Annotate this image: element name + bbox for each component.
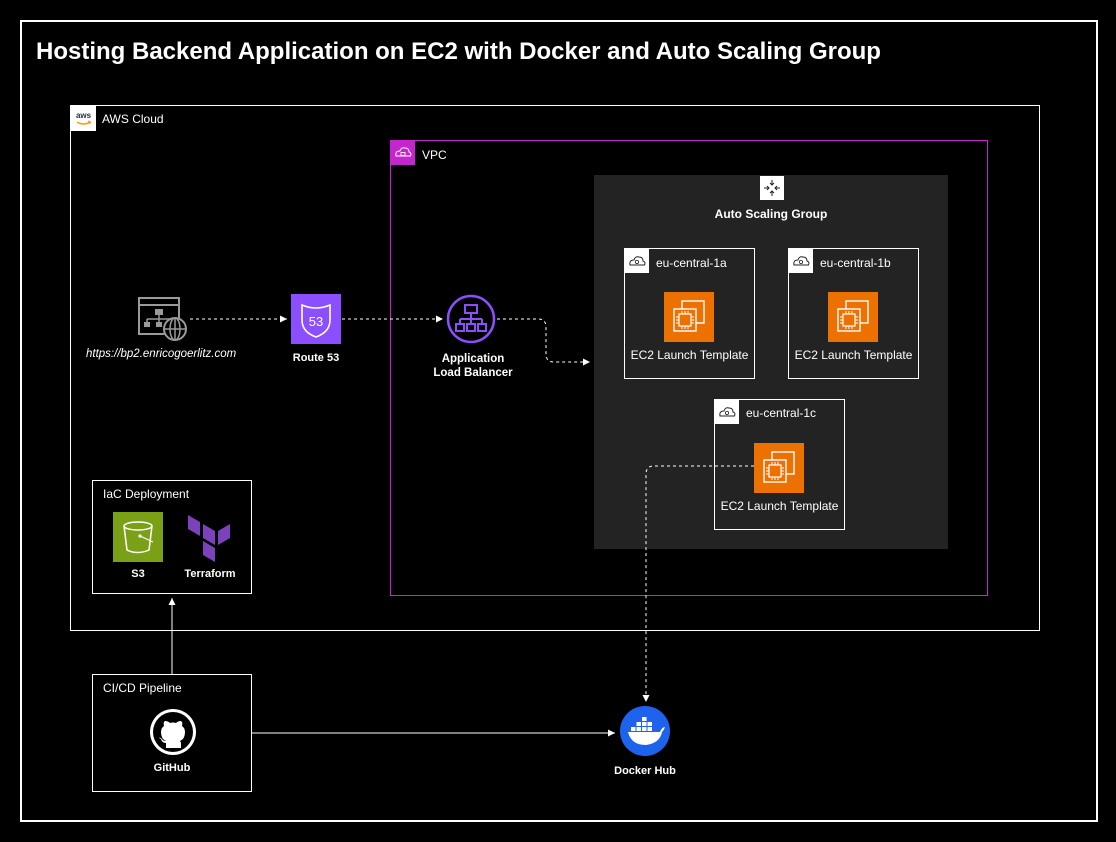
client-web-icon [137,296,189,342]
load-balancer-label-line2: Load Balancer [433,367,513,379]
ec2-icon [664,292,714,342]
aws-cloud-label: AWS Cloud [102,112,164,126]
ec2-launch-template-label: EC2 Launch Template [630,348,749,362]
s3-label: S3 [131,568,145,580]
auto-scaling-icon [760,176,784,200]
github-label: GitHub [153,762,191,774]
aws-logo-text: aws [76,111,92,120]
route53-label: Route 53 [292,352,340,364]
client-url-label: https://bp2.enricogoerlitz.com [86,348,237,360]
docker-hub-icon [619,705,671,757]
vpc-icon [390,140,415,165]
auto-scaling-group-label: Auto Scaling Group [714,207,828,221]
route53-icon: 53 [291,294,341,344]
load-balancer-icon [446,294,496,344]
ec2-launch-template-label: EC2 Launch Template [720,499,839,513]
load-balancer-label-line1: Application [441,353,505,365]
cicd-pipeline-group [92,674,252,792]
iac-deployment-label: IaC Deployment [103,487,190,501]
aws-logo-icon: aws [71,106,96,131]
diagram-title: Hosting Backend Application on EC2 with … [36,38,881,65]
aws-cloud-group [70,105,1040,631]
cicd-pipeline-label: CI/CD Pipeline [103,681,182,695]
vpc-group [390,140,988,596]
route53-badge-text: 53 [309,314,323,329]
load-balancer-label: Application Load Balancer [418,352,528,380]
s3-icon [113,512,163,562]
zone-cloud-icon [715,400,739,424]
zone-label: eu-central-1a [656,256,727,270]
iac-deployment-group [92,480,252,594]
ec2-to-dockerhub-arrow [642,465,754,702]
ec2-icon [828,292,878,342]
availability-zone-1c [714,399,845,530]
availability-zone-1b [788,248,919,379]
zone-cloud-icon [789,249,813,273]
zone-cloud-icon [625,249,649,273]
terraform-label: Terraform [184,568,236,580]
availability-zone-1a [624,248,755,379]
alb-to-asg-arrow [497,318,590,366]
zone-label: eu-central-1c [746,406,817,420]
terraform-icon [185,512,235,562]
ec2-launch-template-label: EC2 Launch Template [794,348,913,362]
docker-hub-label: Docker Hub [614,765,676,777]
diagram-frame [20,20,1098,822]
ec2-icon [754,443,804,493]
zone-label: eu-central-1b [820,256,891,270]
github-icon [149,708,197,756]
vpc-label: VPC [422,148,447,162]
